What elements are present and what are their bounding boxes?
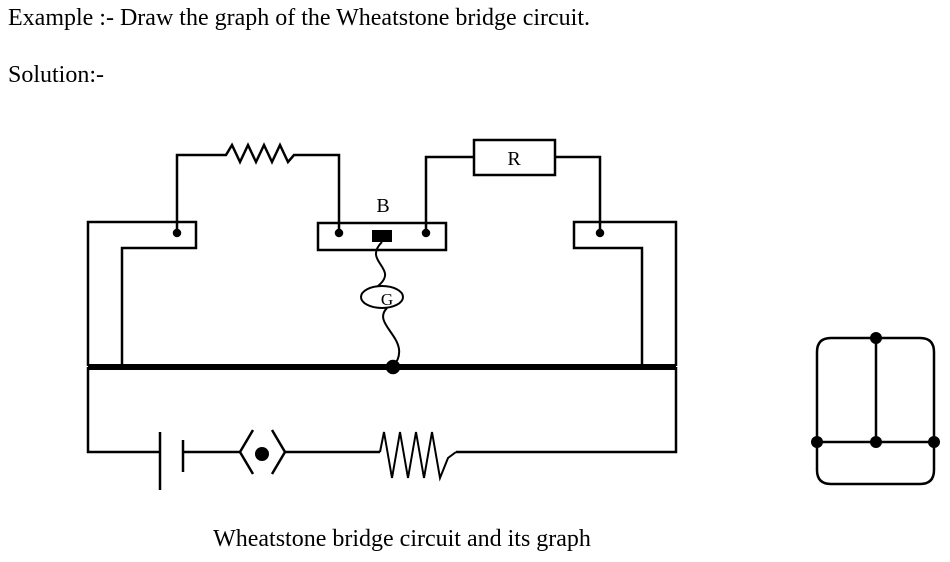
left-strip-terminal: [172, 228, 182, 238]
wheatstone-bridge-circuit: [86, 138, 678, 490]
known-resistor-box: [472, 138, 557, 177]
galvanometer-label: G: [381, 290, 393, 309]
right-terminal-strip: [572, 220, 678, 366]
unknown-resistor: [175, 142, 341, 233]
graph-node-right: [928, 436, 940, 448]
galvanometer-upper-lead: [375, 241, 386, 287]
known-resistor-label: R: [507, 148, 521, 170]
jockey-contact-point: [385, 359, 401, 375]
known-resistor-wires: [424, 155, 602, 233]
right-strip-terminal: [595, 228, 605, 238]
galvanometer: [360, 285, 404, 309]
rheostat: [379, 431, 457, 482]
middle-terminal-strip: [316, 221, 448, 252]
middle-strip-left-terminal: [334, 228, 344, 238]
galvanometer-lower-lead: [382, 307, 401, 368]
figure-caption: Wheatstone bridge circuit and its graph: [213, 526, 591, 552]
solution-heading: Solution:-: [8, 62, 105, 88]
jockey-label: B: [376, 195, 389, 217]
plug-key-right-bracket: [270, 429, 287, 475]
jockey-block: [372, 230, 392, 242]
example-heading: Example :- Draw the graph of the Wheatst…: [8, 5, 591, 31]
graph-node-top: [870, 332, 882, 344]
plug-key-left-bracket: [238, 429, 255, 475]
graph-node-left: [811, 436, 823, 448]
middle-strip-right-terminal: [421, 228, 431, 238]
circuit-graph: [811, 332, 940, 486]
battery-circuit-wire: [86, 367, 678, 454]
plug-key: [255, 447, 269, 461]
left-terminal-strip: [86, 220, 198, 366]
graph-lower-loop-edge: [815, 442, 936, 486]
graph-node-center: [870, 436, 882, 448]
